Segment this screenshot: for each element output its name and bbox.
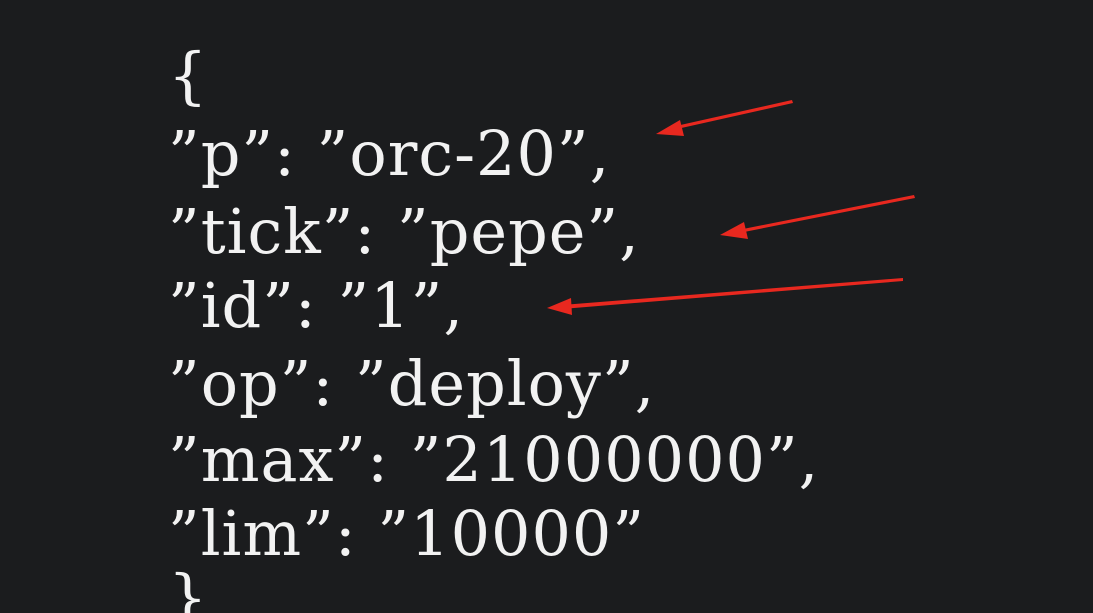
code-line-id: ”id”: ”1”,: [168, 269, 465, 342]
code-line-p: ”p”: ”orc-20”,: [168, 117, 611, 190]
code-line-tick: ”tick”: ”pepe”,: [168, 195, 640, 268]
code-line-close-brace: }: [168, 561, 209, 613]
code-line-max: ”max”: ”21000000”,: [168, 423, 820, 496]
code-line-lim: ”lim”: ”10000”: [168, 497, 646, 570]
code-line-open-brace: {: [168, 39, 209, 112]
code-line-op: ”op”: ”deploy”,: [168, 347, 656, 420]
